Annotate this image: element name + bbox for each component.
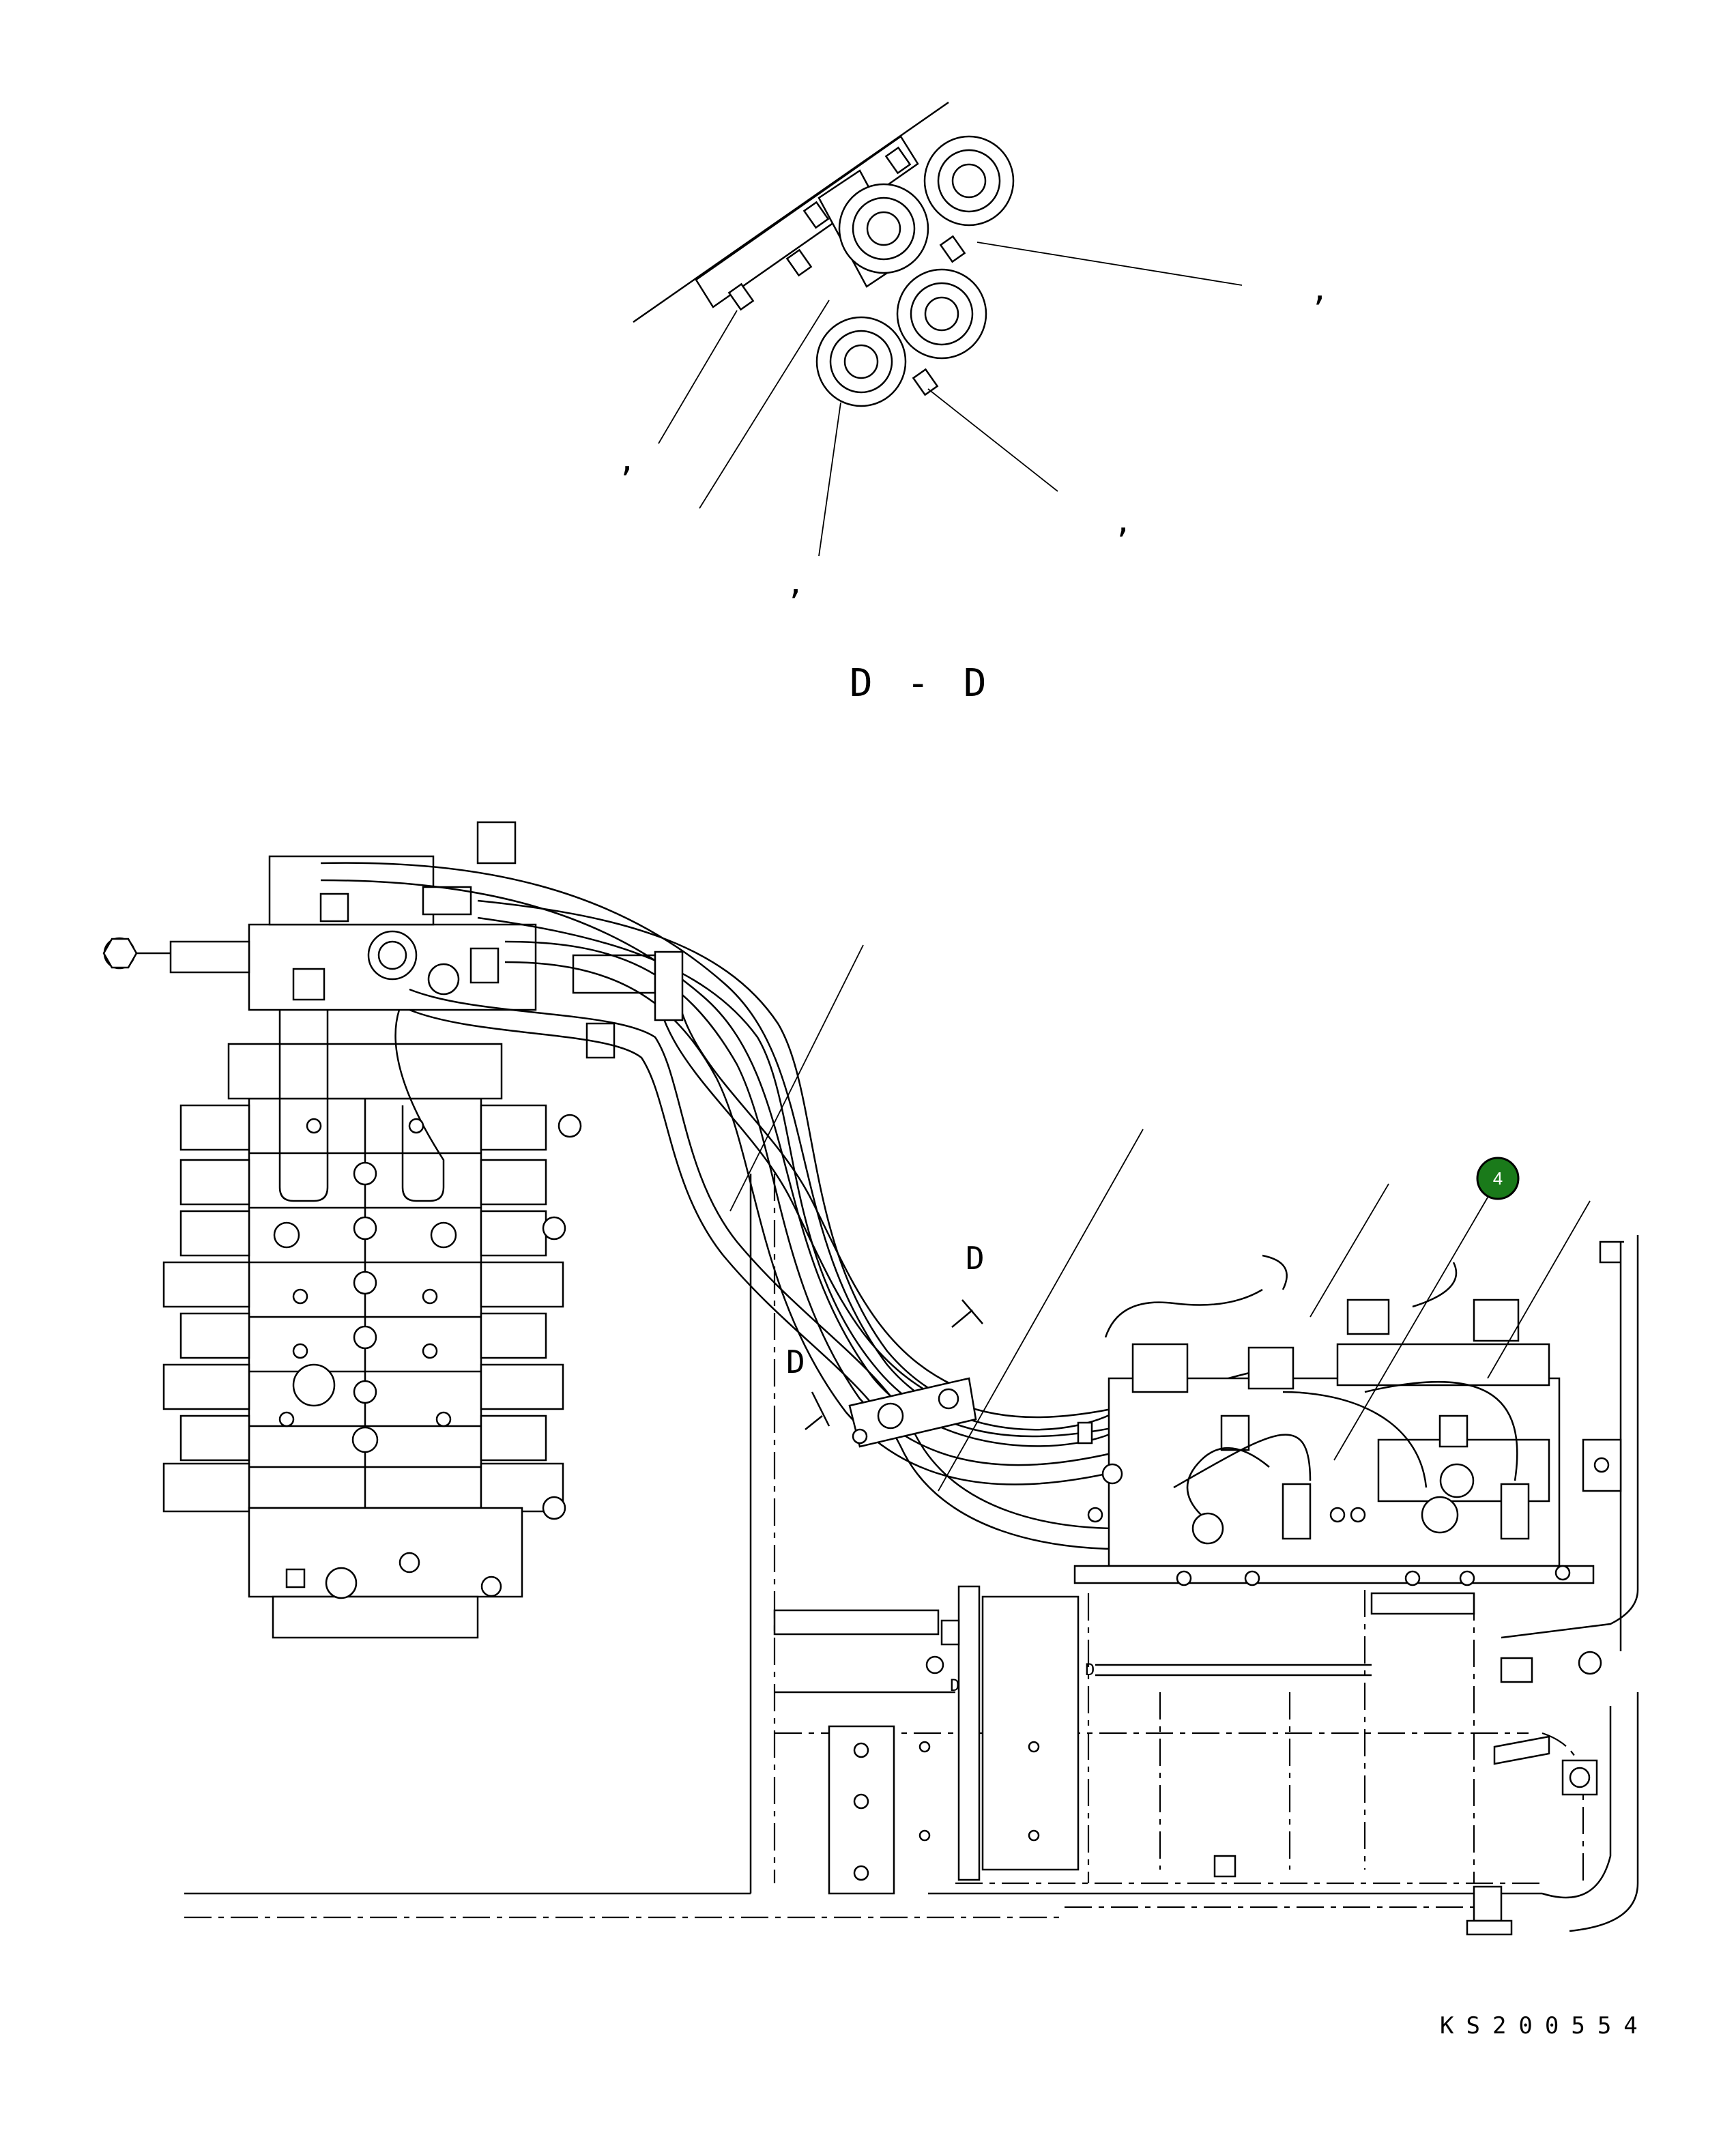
hydraulic-hoses [320, 862, 1297, 1550]
section-cut-marks: D D [786, 1240, 985, 1430]
section-mark-lower: D [786, 1344, 805, 1380]
callout-4-number[interactable]: 4 [1493, 1168, 1503, 1189]
hose-clamp-pair-upper [838, 135, 1015, 274]
leader-mark-4: , [786, 564, 805, 601]
callout-4[interactable]: 4 [1476, 1157, 1520, 1200]
leader-mark-1: , [1310, 271, 1329, 308]
leader-lines [729, 944, 1591, 1492]
view-mark-small-2: D [1085, 1660, 1095, 1679]
hose-clamp-pair-lower [815, 268, 987, 407]
machine-frame [184, 1174, 1639, 1936]
solenoid-valve-block [1073, 1254, 1595, 1586]
drawing-code: KS200554 [1440, 2012, 1650, 2040]
main-assembly-view: D D [102, 821, 1639, 1936]
leader-mark-3: , [1114, 503, 1133, 540]
section-mark-upper: D [966, 1240, 985, 1277]
section-title: D - D [850, 661, 992, 706]
leader-mark-2: , [618, 441, 637, 478]
control-valve [102, 821, 656, 1639]
callout-4-circle[interactable] [1476, 1157, 1520, 1200]
view-mark-small-1: D [950, 1676, 959, 1695]
section-view-d-d: , , , , D - D [618, 101, 1329, 706]
hose-clamp-bracket [848, 1377, 977, 1448]
